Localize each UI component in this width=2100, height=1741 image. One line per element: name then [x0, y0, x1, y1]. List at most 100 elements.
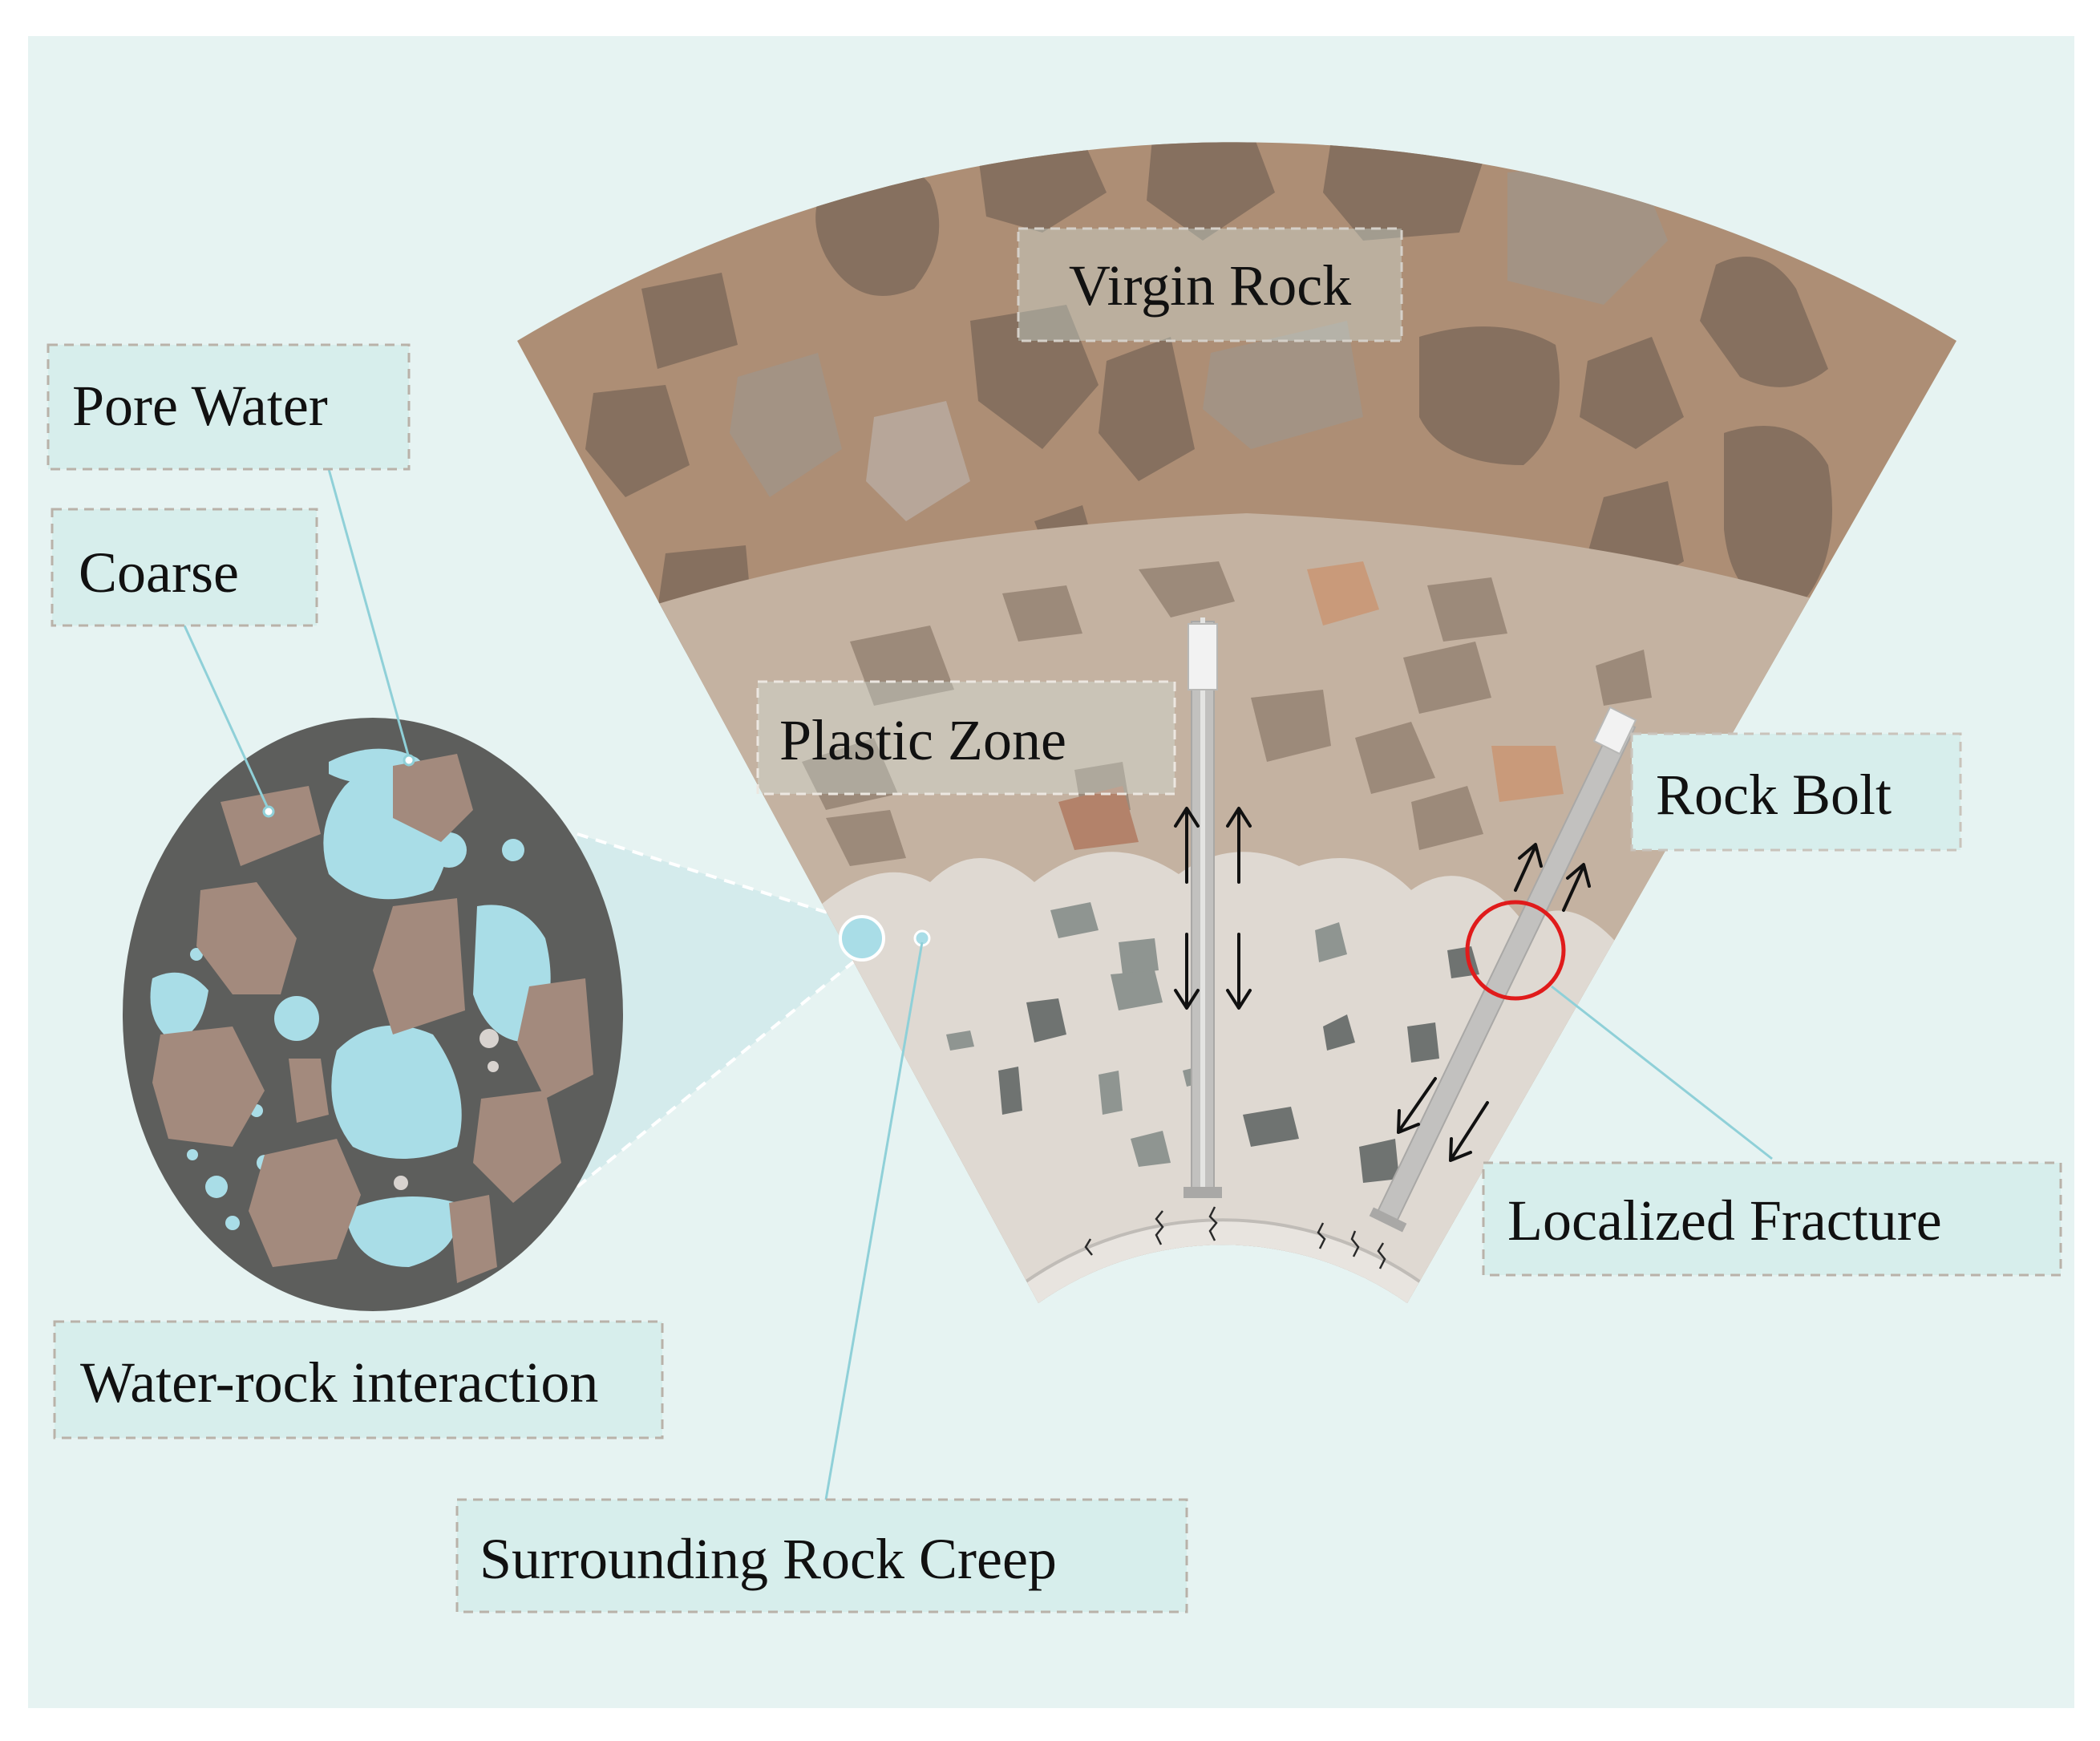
rock-bolt-inclined [1369, 706, 1637, 1233]
water-droplet [190, 948, 203, 961]
label-coarse: Coarse [51, 508, 318, 627]
label-box [1482, 1161, 2062, 1277]
plastic-stone [850, 626, 954, 706]
water-droplet [274, 996, 319, 1041]
inner-stone [946, 1030, 974, 1051]
arrow-up [1174, 807, 1200, 884]
label-box [1017, 227, 1403, 342]
water-droplet [331, 1025, 462, 1159]
rock-bolt-vertical [1184, 617, 1222, 1198]
bolt-anchor-plate [1369, 1207, 1407, 1233]
virgin-stone [1700, 257, 1828, 387]
label-box [53, 1320, 664, 1439]
label-box [51, 508, 318, 627]
bolt-anchor-plate [1184, 1187, 1222, 1198]
bolt-highlight [1200, 617, 1205, 1191]
water-droplet [205, 1176, 228, 1198]
coarse-grain [152, 1026, 265, 1147]
fine-particle [394, 1176, 408, 1190]
virgin-stone [1419, 326, 1560, 465]
label-box [47, 343, 411, 471]
plastic-stone [1251, 690, 1331, 762]
plastic-stone [1002, 585, 1082, 642]
virgin-stone [866, 401, 970, 521]
label-pore-water: Pore Water [47, 343, 411, 471]
inner-stone [1131, 1131, 1171, 1167]
inner-zone-stones [946, 902, 1479, 1183]
lining-crack [1155, 1210, 1164, 1245]
inner-stone [1407, 1022, 1439, 1063]
inner-stone [1119, 938, 1159, 974]
coarse-grain [517, 978, 593, 1099]
fine-particle [488, 1061, 499, 1072]
leader-localized-fracture [1551, 985, 1773, 1160]
virgin-stone [730, 353, 842, 497]
plastic-zone-label: Plastic Zone [779, 708, 1066, 772]
force-arrows [1174, 807, 1591, 1162]
lining-crack [1084, 1238, 1093, 1256]
inner-stone [998, 1067, 1022, 1115]
magnifier-edge-bottom [576, 957, 860, 1188]
coarse-grain [449, 1195, 497, 1283]
coarse-grain [393, 754, 473, 842]
inner-stone [1243, 1107, 1299, 1147]
label-water-rock-interaction: Water-rock interaction [53, 1320, 664, 1439]
plastic-stone [1596, 650, 1652, 706]
inner-stone [1323, 1014, 1355, 1051]
lining-crack [1208, 1206, 1218, 1241]
coarse-grain [196, 882, 297, 994]
water-rock-interaction-label: Water-rock interaction [80, 1350, 598, 1415]
coarse-grain [373, 898, 465, 1034]
inner-stone [1359, 1139, 1399, 1183]
localized-fracture-label: Localized Fracture [1507, 1188, 1942, 1253]
surrounding-rock-creep-label: Surrounding Rock Creep [479, 1527, 1057, 1591]
arrow-down [1174, 933, 1200, 1010]
label-box [756, 680, 1176, 796]
plastic-stone [1355, 722, 1435, 794]
coarse-grain [473, 1091, 561, 1203]
plastic-zone-stones [802, 561, 1652, 866]
magnifier-edge-top [577, 832, 859, 924]
label-rock-bolt: Rock Bolt [1630, 732, 1962, 852]
plastic-stone [802, 738, 898, 810]
bolt-head [1188, 623, 1218, 690]
arrow-up [1226, 807, 1252, 884]
virgin-stone [585, 385, 690, 497]
inner-stone [1026, 998, 1066, 1043]
magnifier-cone [577, 834, 858, 1187]
plastic-stone [1491, 746, 1564, 802]
virgin-stone [1580, 337, 1684, 449]
bolt-head [1592, 706, 1637, 755]
fine-particle [479, 1029, 499, 1048]
leader-coarse [183, 625, 270, 811]
plastic-stone [1403, 642, 1491, 714]
virgin-stone [641, 273, 738, 369]
virgin-stone [970, 305, 1099, 449]
water-rock-interaction-circle [123, 718, 623, 1311]
arrow-up-diag [1514, 843, 1543, 892]
arrow-down-diag [1397, 1077, 1437, 1134]
label-plastic-zone: Plastic Zone [756, 680, 1176, 796]
label-localized-fracture: Localized Fracture [1482, 1161, 2062, 1277]
lining-crack [1350, 1230, 1360, 1257]
water-droplet [150, 972, 208, 1039]
pore-bubble [839, 915, 885, 962]
virgin-stone [1147, 142, 1275, 241]
leader-dot [403, 754, 415, 767]
plastic-stone [1427, 577, 1507, 642]
inner-stone [1111, 970, 1163, 1010]
arrow-up-diag [1562, 863, 1591, 912]
arrow-down [1226, 933, 1252, 1010]
label-virgin-rock: Virgin Rock [1017, 227, 1403, 342]
inner-stone [1099, 1071, 1123, 1115]
coarse-grain [289, 1059, 329, 1123]
label-box [1630, 732, 1962, 852]
water-droplet [187, 1149, 198, 1160]
virgin-stone [1203, 321, 1363, 449]
circle-contents [150, 748, 593, 1283]
water-droplet [502, 839, 524, 861]
arrow-down-diag [1449, 1101, 1489, 1162]
label-boxes: Virgin Rock Pore Water Coarse Plastic Zo… [47, 227, 2062, 1613]
